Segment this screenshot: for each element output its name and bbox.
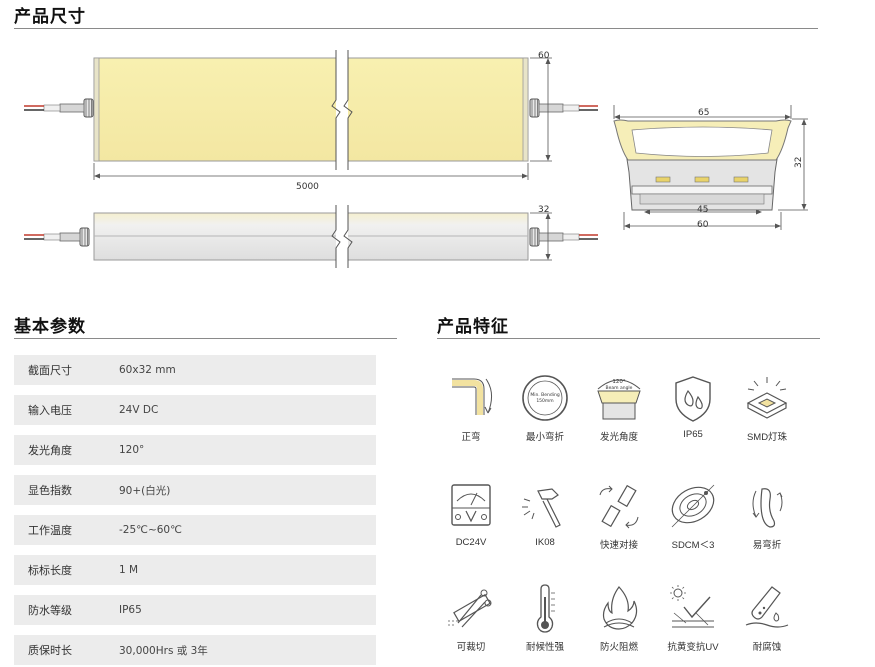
feature-label: 抗黄变抗UV: [667, 642, 719, 653]
svg-text:Beam angle: Beam angle: [606, 385, 633, 391]
cuttable-icon: [448, 589, 492, 628]
product-dimension-drawing: 60 5000 32: [24, 50, 808, 268]
feature-item: DC24V: [432, 481, 510, 548]
dim-bottom-width: 60: [697, 220, 709, 230]
feature-item: 耐候性强: [506, 583, 584, 653]
feature-label: 快速对接: [599, 540, 638, 551]
feature-label: 耐腐蚀: [752, 642, 782, 653]
feature-label: 发光角度: [599, 432, 638, 443]
strip-side-view: [24, 205, 598, 268]
feature-item: 可裁切: [432, 583, 510, 653]
feature-label: IP65: [683, 429, 703, 440]
beam-angle-icon: 120° Beam angle: [597, 379, 641, 420]
dim-height-60: 60: [538, 51, 550, 61]
strip-top-view: [24, 50, 598, 180]
feature-label: 最小弯折: [525, 432, 564, 443]
min-bend-icon: Min. Bending 150mm: [522, 375, 568, 421]
param-row: 发光角度 120°: [14, 435, 376, 465]
feature-item: SMD灯珠: [728, 373, 806, 443]
param-table: 截面尺寸 60x32 mm 输入电压 24V DC 发光角度 120° 显色指数 90+…: [14, 355, 376, 667]
svg-text:Min. Bending: Min. Bending: [530, 392, 560, 398]
param-label: 截面尺寸: [28, 365, 72, 377]
feature-item: 抗黄变抗UV: [654, 583, 732, 653]
feature-label: IK08: [535, 537, 555, 548]
feature-label: DC24V: [455, 537, 487, 548]
feature-item: 防火阻燃: [580, 583, 658, 653]
feature-label: SDCM＜3: [671, 540, 715, 551]
quick-connect-icon: [599, 484, 639, 529]
param-label: 输入电压: [28, 405, 72, 417]
svg-text:120°: 120°: [612, 379, 625, 385]
dim-length-5000: 5000: [296, 182, 319, 192]
divider: [437, 338, 820, 339]
section-title-basic-params: 基本参数: [14, 317, 86, 336]
feature-item: IK08: [506, 481, 584, 548]
param-value: 60x32 mm: [119, 364, 176, 376]
divider: [14, 28, 818, 29]
front-bend-icon: [452, 378, 492, 415]
dim-height-32: 32: [538, 205, 549, 215]
easy-bend-icon: [752, 488, 783, 528]
param-label: 显色指数: [28, 485, 72, 497]
feature-item: 120° Beam angle 发光角度: [580, 373, 658, 443]
param-label: 防水等级: [28, 605, 72, 617]
smd-led-icon: [746, 377, 788, 419]
param-value: 1 M: [119, 564, 139, 576]
param-row: 显色指数 90+(白光): [14, 475, 376, 505]
param-row: 防水等级 IP65: [14, 595, 376, 625]
feature-item: IP65: [654, 373, 732, 440]
feature-label: SMD灯珠: [746, 432, 788, 443]
param-row: 截面尺寸 60x32 mm: [14, 355, 376, 385]
dim-section-height: 32: [794, 157, 804, 168]
dim-top-width: 65: [698, 108, 709, 118]
fire-retardant-icon: [602, 586, 638, 630]
section-title-features: 产品特征: [437, 317, 509, 336]
param-value: 24V DC: [119, 404, 159, 416]
feature-item: Min. Bending 150mm 最小弯折: [506, 373, 584, 443]
cross-section-profile: [613, 105, 808, 230]
param-label: 质保时长: [28, 645, 72, 657]
voltmeter-icon: [451, 484, 491, 526]
param-value: 120°: [119, 444, 145, 456]
param-value: 30,000Hrs 或 3年: [119, 644, 208, 657]
section-title-product-size: 产品尺寸: [14, 7, 86, 26]
param-label: 标标长度: [28, 565, 72, 577]
divider: [14, 338, 397, 339]
param-label: 工作温度: [28, 525, 72, 537]
corrosion-resistant-icon: [745, 586, 789, 628]
uv-resistant-icon: [670, 585, 714, 628]
feature-label: 耐候性强: [525, 642, 564, 653]
color-consistency-icon: [671, 484, 715, 528]
dim-inner-width: 45: [697, 205, 708, 215]
param-value: -25℃~60℃: [119, 524, 182, 536]
param-row: 输入电压 24V DC: [14, 395, 376, 425]
feature-item: 快速对接: [580, 481, 658, 551]
feature-item: 易弯折: [728, 481, 806, 551]
feature-label: 易弯折: [752, 540, 782, 551]
param-row: 工作温度 -25℃~60℃: [14, 515, 376, 545]
waterproof-shield-icon: [675, 376, 711, 422]
param-label: 发光角度: [28, 445, 72, 457]
feature-label: 正弯: [461, 432, 481, 443]
hammer-icon: [522, 488, 561, 528]
param-row: 标标长度 1 M: [14, 555, 376, 585]
feature-label: 可裁切: [456, 642, 486, 653]
feature-item: SDCM＜3: [654, 481, 732, 551]
param-value: IP65: [119, 604, 142, 616]
feature-item: 正弯: [432, 373, 510, 443]
feature-item: 耐腐蚀: [728, 583, 806, 653]
param-value: 90+(白光): [119, 484, 171, 497]
thermometer-icon: [536, 584, 555, 633]
svg-text:150mm: 150mm: [536, 398, 553, 404]
feature-label: 防火阻燃: [599, 642, 638, 653]
param-row: 质保时长 30,000Hrs 或 3年: [14, 635, 376, 665]
